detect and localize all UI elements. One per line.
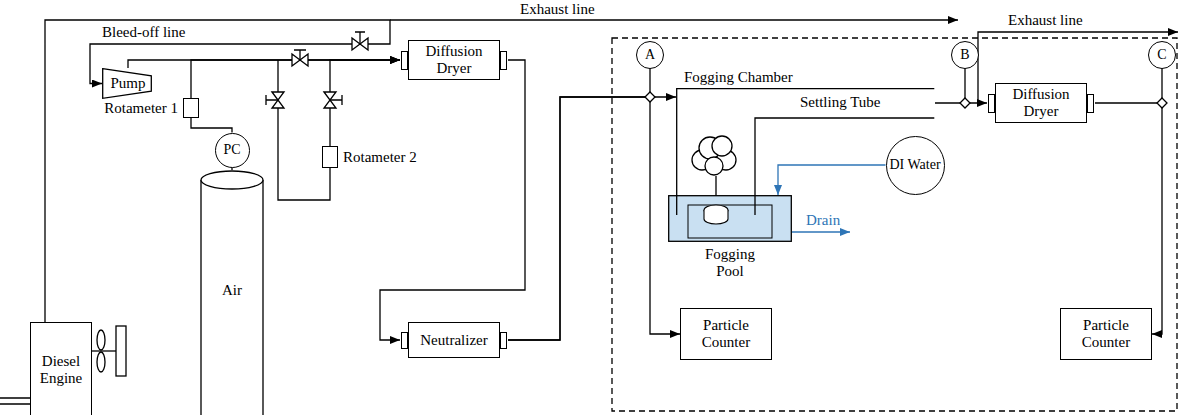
pump-symbol: Pump [102, 68, 154, 99]
fan-blade [97, 352, 105, 372]
node-text: PC [216, 142, 249, 158]
node-text: Diffusion Dryer [409, 43, 499, 77]
line-label: Drain [806, 212, 840, 229]
node-label: Air [203, 282, 261, 299]
fan-blade [97, 330, 105, 350]
controller-circle: PC [215, 133, 250, 168]
fogging-pool-outline [668, 195, 792, 242]
node-text: DI Water [887, 157, 944, 173]
node-text: Pump [102, 75, 154, 92]
node-label: Rotameter 2 [343, 149, 417, 166]
engine-box: Diesel Engine [30, 322, 92, 415]
node-text: Diffusion Dryer [996, 86, 1086, 120]
fog-cloud [692, 136, 736, 200]
pool-basin [669, 196, 792, 242]
node-text: Particle Counter [1061, 317, 1151, 351]
node-label: Fogging Pool [698, 246, 762, 280]
flow-line [508, 97, 676, 340]
rotameter-box: Rotameter 1 [183, 98, 199, 118]
drain-line [792, 231, 850, 232]
fogging-pool: Fogging Pool [668, 195, 792, 242]
flow-line [1095, 103, 1162, 334]
fogging-chamber: Fogging Chamber [676, 88, 935, 215]
sample-point-circle: C [1148, 41, 1176, 69]
pump-outline [103, 69, 152, 99]
flow-line [778, 165, 886, 195]
line-label: Exhaust line [520, 1, 595, 18]
dryer-end-cap [500, 332, 507, 349]
engine-shaft [0, 398, 30, 404]
node-label: Diesel Engine [34, 353, 88, 387]
cylinder-body [201, 180, 263, 415]
sample-point-circle: A [636, 41, 664, 69]
valve-handle [355, 32, 365, 44]
dryer-end-cap [500, 51, 507, 70]
node-text: Air [200, 282, 264, 299]
dryer-box: Diffusion Dryer [408, 40, 500, 80]
bypass-line [278, 60, 330, 200]
node-label: Pump [105, 75, 151, 92]
sample-port-line [649, 66, 650, 93]
flow-line [191, 60, 400, 98]
valve-handle [266, 95, 278, 105]
radiator [116, 326, 126, 376]
sample-port-line [964, 66, 965, 99]
line-label: Exhaust line [1008, 12, 1083, 29]
flow-line [380, 60, 525, 340]
node-label: DI Water [887, 157, 944, 173]
node-text: C [1149, 47, 1175, 63]
water-source-circle: DI Water [886, 136, 945, 195]
node-text: Neutralizer [409, 332, 499, 349]
node-text: Particle Counter [681, 317, 771, 351]
valve-handle [294, 50, 306, 60]
fan-shaft [92, 350, 116, 351]
node-label: B [952, 47, 978, 63]
line-label: Bleed-off line [102, 24, 185, 41]
dryer-end-cap [988, 94, 995, 113]
sample-port [645, 92, 655, 102]
sample-port [960, 98, 970, 108]
node-label: Diffusion Dryer [412, 43, 496, 77]
node-label: Rotameter 1 [104, 100, 178, 117]
node-label: PC [216, 142, 249, 158]
flow-line [231, 168, 232, 171]
node-label: C [1149, 47, 1175, 63]
rotameter-box: Rotameter 2 [322, 146, 338, 168]
node-label: Neutralizer [412, 332, 496, 349]
dryer-end-cap [401, 51, 408, 70]
node-label: Diffusion Dryer [999, 86, 1083, 120]
sample-port [1157, 98, 1167, 108]
node-text: Diesel Engine [31, 353, 91, 387]
flow-line [330, 60, 400, 146]
atomizer-body [704, 210, 728, 224]
valve-handle [330, 95, 342, 105]
dryer-end-cap [401, 332, 408, 349]
fogging-chamber-outline [676, 88, 935, 215]
dashed-region [612, 38, 1177, 411]
node-label: Particle Counter [1064, 317, 1148, 351]
pool-tank [688, 205, 772, 238]
exhaust-line [390, 19, 958, 20]
sample-point-circle: B [951, 41, 979, 69]
node-label: A [637, 47, 663, 63]
flow-line [508, 97, 680, 340]
node-label: Particle Counter [684, 317, 768, 351]
neutralizer-box: Neutralizer [408, 322, 500, 358]
air-cylinder: Air [200, 170, 264, 415]
node-text: B [952, 47, 978, 63]
flow-line [128, 60, 400, 68]
node-label: Fogging Chamber [684, 69, 793, 86]
dryer-end-cap [1087, 94, 1094, 113]
part-label: Settling Tube [800, 94, 880, 111]
node-text: A [637, 47, 663, 63]
dryer-box: Diffusion Dryer [995, 83, 1087, 123]
flow-line [191, 118, 232, 133]
cylinder-top [201, 171, 263, 189]
counter-box: Particle Counter [1060, 308, 1152, 360]
counter-box: Particle Counter [680, 308, 772, 360]
sample-port-line [1161, 66, 1162, 99]
